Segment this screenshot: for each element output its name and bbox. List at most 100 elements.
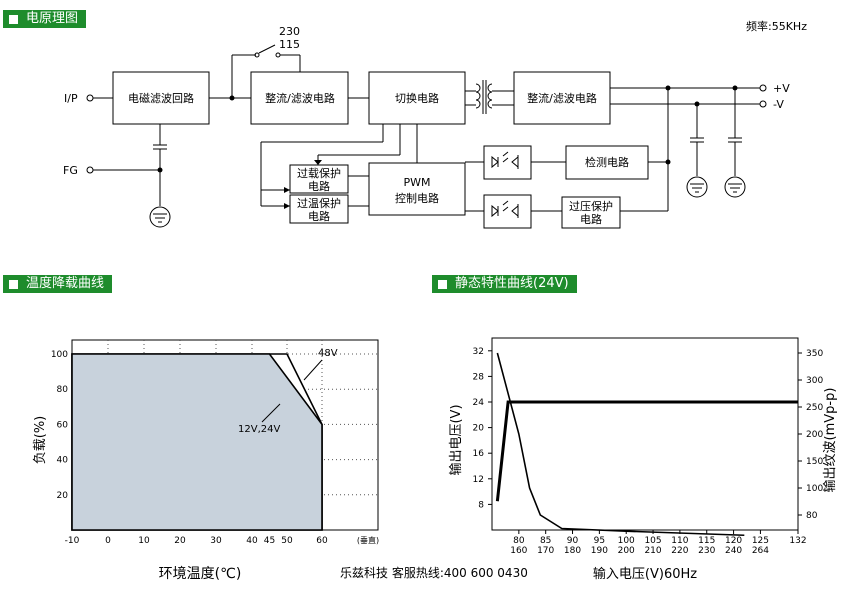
x-tick-label-bottom: 160 bbox=[510, 546, 527, 556]
section-title: 温度降载曲线 bbox=[26, 276, 105, 291]
y-right-tick-label: 300 bbox=[806, 376, 823, 386]
x-tick-label-top: 125 bbox=[752, 536, 769, 546]
y-right-tick-label: 250 bbox=[806, 403, 823, 413]
fg-label: FG bbox=[63, 164, 78, 177]
x-tick-label-bottom: 180 bbox=[564, 546, 581, 556]
y-left-tick-label: 16 bbox=[473, 449, 485, 459]
ovp-label-2: 电路 bbox=[580, 213, 602, 226]
plot-frame bbox=[491, 337, 799, 531]
output-negative-label: -V bbox=[773, 98, 784, 111]
y-left-axis-label: 输出电压(V) bbox=[448, 404, 464, 475]
x-tick-label: 40 bbox=[246, 536, 258, 546]
y-tick-label: 100 bbox=[51, 350, 68, 360]
x-tick-label-top: 80 bbox=[513, 536, 525, 546]
y-tick-label: 80 bbox=[57, 385, 69, 395]
otp-label-1: 过温保护 bbox=[297, 196, 341, 210]
static-characteristics-chart: 8 12 16 20 24 28 32 80 100 150 200 250 300 350 80 85 90 9… bbox=[448, 337, 838, 582]
x-tick-label-bottom: 264 bbox=[752, 546, 769, 556]
series-area-12v-24v bbox=[71, 353, 323, 531]
switch-label: 切换电路 bbox=[395, 91, 439, 105]
x-tick-label-top: 110 bbox=[671, 536, 688, 546]
pwm-label-2: 控制电路 bbox=[395, 191, 439, 205]
x-tick-label-top: 100 bbox=[618, 536, 635, 546]
y-tick-label: 60 bbox=[57, 420, 69, 430]
output-positive-label: +V bbox=[773, 82, 790, 95]
y-tick-label: 20 bbox=[57, 491, 69, 501]
block-pwm bbox=[368, 162, 466, 216]
y-right-tick-label: 150 bbox=[806, 457, 823, 467]
x-tick-label-bottom: 170 bbox=[537, 546, 554, 556]
footer-hotline: 乐兹科技 客服热线:400 600 0430 bbox=[340, 566, 528, 580]
series-line-output-ripple bbox=[496, 352, 745, 537]
x-tick-label: 45 bbox=[264, 536, 275, 546]
y-right-tick-label: 350 bbox=[806, 349, 823, 359]
derating-chart: -10 0 10 20 30 40 45 50 60 20 40 60 80 100 (垂直) 48V 12V,… bbox=[33, 339, 379, 582]
schematic-diagram: 频率:55KHz I/P FG 230 115 电磁滤波回路 整流/滤波电路 切… bbox=[63, 19, 807, 229]
section-title: 静态特性曲线(24V) bbox=[455, 276, 569, 291]
x-tick-label-top: 90 bbox=[567, 536, 579, 546]
block-olp bbox=[289, 164, 349, 194]
x-axis-label: 环境温度(℃) bbox=[159, 566, 242, 582]
x-tick-label-top: 132 bbox=[789, 536, 806, 546]
olp-label-2: 电路 bbox=[308, 180, 330, 193]
x-tick-label: 10 bbox=[138, 536, 150, 546]
x-tick-label-top: 115 bbox=[698, 536, 715, 546]
y-left-tick-label: 32 bbox=[473, 347, 484, 357]
series-line-output-voltage bbox=[495, 400, 798, 502]
x-tick-label-bottom: 220 bbox=[671, 546, 688, 556]
pwm-label-1: PWM bbox=[403, 176, 430, 189]
block-otp bbox=[289, 194, 349, 224]
x-tick-label-top: 95 bbox=[594, 536, 605, 546]
x-tick-label: 30 bbox=[210, 536, 222, 546]
square-icon bbox=[9, 14, 18, 24]
y-left-tick-label: 8 bbox=[478, 500, 484, 510]
x-tick-label-top: 105 bbox=[644, 536, 661, 546]
y-right-tick-label: 100 bbox=[806, 484, 823, 494]
x-unit-note: (垂直) bbox=[357, 535, 379, 545]
rect1-label: 整流/滤波电路 bbox=[265, 91, 335, 105]
ovp-label-1: 过压保护 bbox=[569, 199, 613, 213]
square-icon bbox=[9, 279, 18, 289]
section-header-static: 静态特性曲线(24V) bbox=[432, 275, 577, 293]
y-left-tick-label: 12 bbox=[473, 475, 484, 485]
block-opto2 bbox=[483, 194, 532, 229]
otp-label-2: 电路 bbox=[308, 210, 330, 223]
input-label: I/P bbox=[64, 92, 78, 105]
switch-230-label: 230 bbox=[279, 25, 300, 38]
emi-label: 电磁滤波回路 bbox=[128, 92, 194, 105]
section-header-schematic: 电原理图 bbox=[3, 10, 87, 28]
freq-label: 频率:55KHz bbox=[746, 19, 807, 33]
switch-115-label: 115 bbox=[279, 38, 300, 51]
annotation-arrow bbox=[303, 359, 323, 381]
y-axis-label: 负载(%) bbox=[33, 416, 48, 465]
x-tick-label: 20 bbox=[174, 536, 186, 546]
x-tick-label: 0 bbox=[105, 536, 111, 546]
y-left-tick-label: 20 bbox=[473, 424, 485, 434]
x-axis-label: 输入电压(V)60Hz bbox=[593, 566, 697, 582]
square-icon bbox=[438, 279, 447, 289]
x-tick-label: -10 bbox=[65, 536, 80, 546]
annotation-arrow bbox=[261, 403, 281, 423]
y-tick-label: 40 bbox=[57, 456, 69, 466]
x-tick-label-top: 120 bbox=[725, 536, 742, 546]
x-tick-label: 50 bbox=[281, 536, 293, 546]
x-tick-label: 60 bbox=[316, 536, 328, 546]
y-right-tick-label: 200 bbox=[806, 430, 823, 440]
section-title: 电原理图 bbox=[26, 11, 79, 26]
rect2-label: 整流/滤波电路 bbox=[527, 91, 597, 105]
block-rect2 bbox=[513, 71, 611, 125]
y-left-tick-label: 24 bbox=[473, 398, 485, 408]
y-right-tick-label: 80 bbox=[806, 511, 818, 521]
block-ovp bbox=[561, 196, 621, 229]
x-tick-label-bottom: 230 bbox=[698, 546, 715, 556]
block-opto1 bbox=[483, 145, 532, 180]
detect-label: 检测电路 bbox=[585, 155, 629, 169]
series-label-12v-24v: 12V,24V bbox=[238, 424, 280, 435]
y-right-axis-label: 输出纹波(mVp-p) bbox=[822, 388, 838, 493]
x-tick-label-top: 85 bbox=[540, 536, 551, 546]
y-left-tick-label: 28 bbox=[473, 372, 485, 382]
x-tick-label-bottom: 200 bbox=[618, 546, 635, 556]
series-label-48v: 48V bbox=[318, 348, 338, 359]
x-tick-label-bottom: 190 bbox=[591, 546, 608, 556]
x-tick-label-bottom: 240 bbox=[725, 546, 742, 556]
